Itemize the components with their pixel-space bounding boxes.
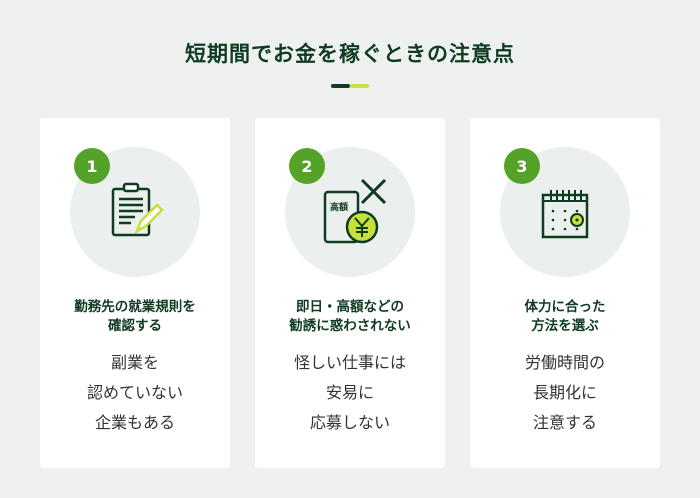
number-badge: 3 — [504, 148, 540, 184]
clipboard-pen-icon — [111, 182, 164, 237]
number-badge: 2 — [289, 148, 325, 184]
card-body: 副業を認めていない企業もある — [86, 353, 183, 432]
card-body: 怪しい仕事には安易に応募しない — [293, 353, 406, 432]
card-heading: 体力に合った方法を選ぶ — [524, 299, 606, 334]
card-2: 2 高額 即日・高額などの勧誘に惑わされない 怪しい仕事には安易に応募しない — [255, 118, 445, 468]
card-heading: 勤務先の就業規則を確認する — [74, 299, 196, 334]
icon-label: 高額 — [330, 201, 348, 213]
card-heading: 即日・高額などの勧誘に惑わされない — [289, 299, 411, 334]
page-title: 短期間でお金を稼ぐときの注意点 — [185, 42, 515, 66]
card-body: 労働時間の長期化に注意する — [524, 353, 605, 432]
card-3: 3 体力に合った方法を選ぶ 労働時間の長期化に注意する — [470, 118, 660, 468]
calendar-icon — [541, 190, 589, 239]
title-underline — [331, 84, 369, 88]
phone-yen-cross-icon: 高額 — [323, 178, 387, 244]
card-1: 1 勤務先の就業規則を確認する 副業を認めていない企業もある — [40, 118, 230, 468]
number-badge: 1 — [74, 148, 110, 184]
